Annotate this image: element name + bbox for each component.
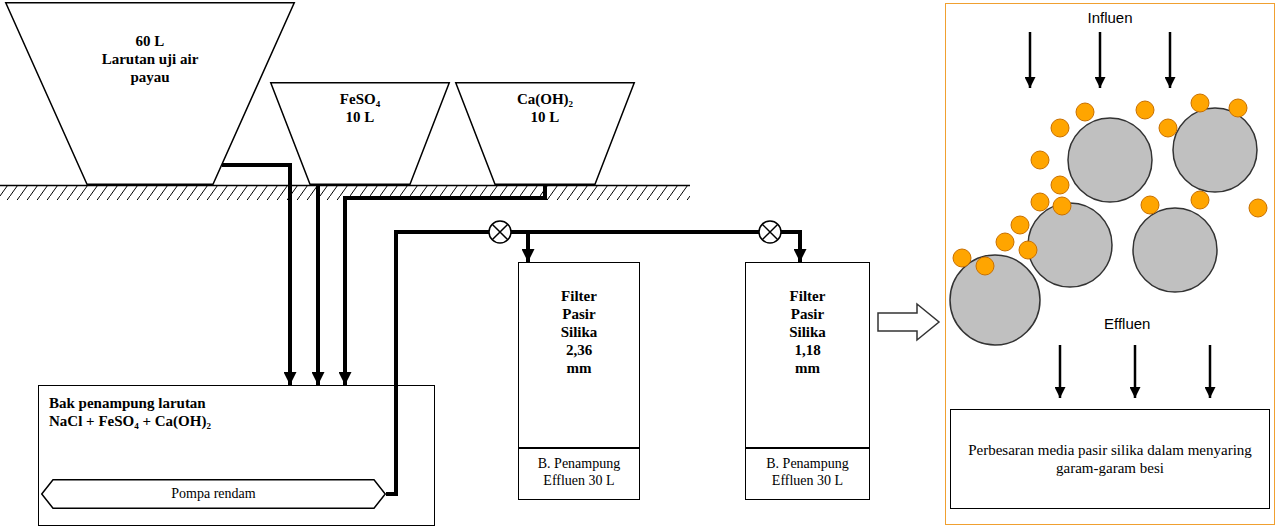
pipe bbox=[345, 185, 545, 385]
tank-label: B. Penampung Effluen 30 L bbox=[752, 456, 863, 490]
tank-shape bbox=[271, 83, 450, 185]
iron-salt-particle bbox=[1053, 197, 1071, 215]
iron-salt-particle bbox=[1249, 199, 1267, 217]
tank-label: 10 L bbox=[455, 108, 635, 126]
flow-arrow bbox=[1209, 345, 1212, 398]
sand-filter: Filter Pasir Silika 1,18 mm bbox=[745, 262, 870, 448]
tank-outline bbox=[5, 2, 295, 185]
flow-label: Influen bbox=[946, 9, 1274, 27]
sand-grain bbox=[1028, 203, 1112, 287]
tank-label: FeSO₄ bbox=[270, 90, 450, 108]
iron-salt-particle bbox=[1051, 119, 1069, 137]
sand-grain bbox=[1133, 208, 1217, 292]
flow-arrow bbox=[1099, 32, 1102, 88]
iron-salt-particle bbox=[1019, 241, 1037, 259]
pipe bbox=[386, 232, 800, 494]
iron-salt-particle bbox=[976, 257, 994, 275]
flow-arrow bbox=[1059, 345, 1062, 398]
tank-label: Ca(OH)₂ bbox=[455, 90, 635, 108]
tank: 60 LLarutan uji air payau bbox=[5, 2, 295, 185]
pipe bbox=[316, 185, 320, 385]
flow-arrow bbox=[1134, 345, 1137, 398]
valve-symbol bbox=[489, 221, 511, 243]
flow-arrow bbox=[1029, 32, 1032, 88]
caption-box: Perbesaran media pasir silika dalam meny… bbox=[950, 409, 1270, 509]
tank-label: 60 L bbox=[5, 32, 295, 50]
tank-label: Larutan uji air payau bbox=[85, 50, 215, 86]
tank-label: NaCl + FeSO₄ + Ca(OH)₂ bbox=[49, 412, 424, 430]
tank-label: 10 L bbox=[270, 108, 450, 126]
flow-label: Effluen bbox=[1104, 315, 1150, 333]
iron-salt-particle bbox=[1141, 196, 1159, 214]
sand-grain bbox=[1173, 108, 1257, 192]
pump-label: Pompa rendam bbox=[171, 486, 255, 503]
valve-cross bbox=[762, 224, 778, 240]
valve-cross bbox=[492, 224, 508, 240]
iron-salt-particle bbox=[996, 233, 1014, 251]
pump-shape bbox=[42, 480, 386, 509]
iron-salt-particle bbox=[1229, 99, 1247, 117]
pipe bbox=[222, 165, 290, 385]
iron-salt-particle bbox=[1031, 193, 1049, 211]
iron-salt-particle bbox=[1031, 151, 1049, 169]
valve-body bbox=[489, 221, 511, 243]
magnify-arrow bbox=[878, 304, 939, 340]
sand-filter: Filter Pasir Silika 2,36 mm bbox=[518, 262, 640, 448]
iron-salt-particle bbox=[1011, 216, 1029, 234]
effluent-tank: B. Penampung Effluen 30 L bbox=[745, 448, 870, 500]
pump: Pompa rendam bbox=[41, 479, 386, 509]
holding-tank: Bak penampung larutanNaCl + FeSO₄ + Ca(O… bbox=[38, 385, 435, 526]
sand-grain bbox=[950, 255, 1040, 345]
tank-shape bbox=[6, 3, 295, 185]
pipe bbox=[386, 232, 528, 494]
iron-salt-particle bbox=[1051, 176, 1069, 194]
filter-label: Filter Pasir Silika 2,36 mm bbox=[561, 287, 598, 377]
iron-salt-particle bbox=[953, 249, 971, 267]
tank-label: Bak penampung larutan bbox=[49, 394, 424, 412]
iron-salt-particle bbox=[1159, 119, 1177, 137]
caption-text: Perbesaran media pasir silika dalam meny… bbox=[965, 441, 1255, 477]
iron-salt-particle bbox=[1136, 101, 1154, 119]
tank-shape bbox=[456, 83, 635, 185]
tank-label: B. Penampung Effluen 30 L bbox=[525, 456, 633, 490]
iron-salt-particle bbox=[1191, 94, 1209, 112]
tank: Ca(OH)₂10 L bbox=[455, 82, 635, 185]
tank: FeSO₄10 L bbox=[270, 82, 450, 185]
magnification-panel: InfluenEffluenPerbesaran media pasir sil… bbox=[945, 3, 1275, 525]
sand-grain bbox=[1068, 118, 1152, 202]
effluent-tank: B. Penampung Effluen 30 L bbox=[518, 448, 640, 500]
sand-filter-magnification bbox=[950, 32, 1267, 398]
flow-arrow bbox=[1169, 32, 1172, 88]
filter-label: Filter Pasir Silika 1,18 mm bbox=[789, 287, 826, 377]
valve-body bbox=[759, 221, 781, 243]
iron-salt-particle bbox=[1191, 191, 1209, 209]
iron-salt-particle bbox=[1076, 103, 1094, 121]
valve-symbol bbox=[759, 221, 781, 243]
